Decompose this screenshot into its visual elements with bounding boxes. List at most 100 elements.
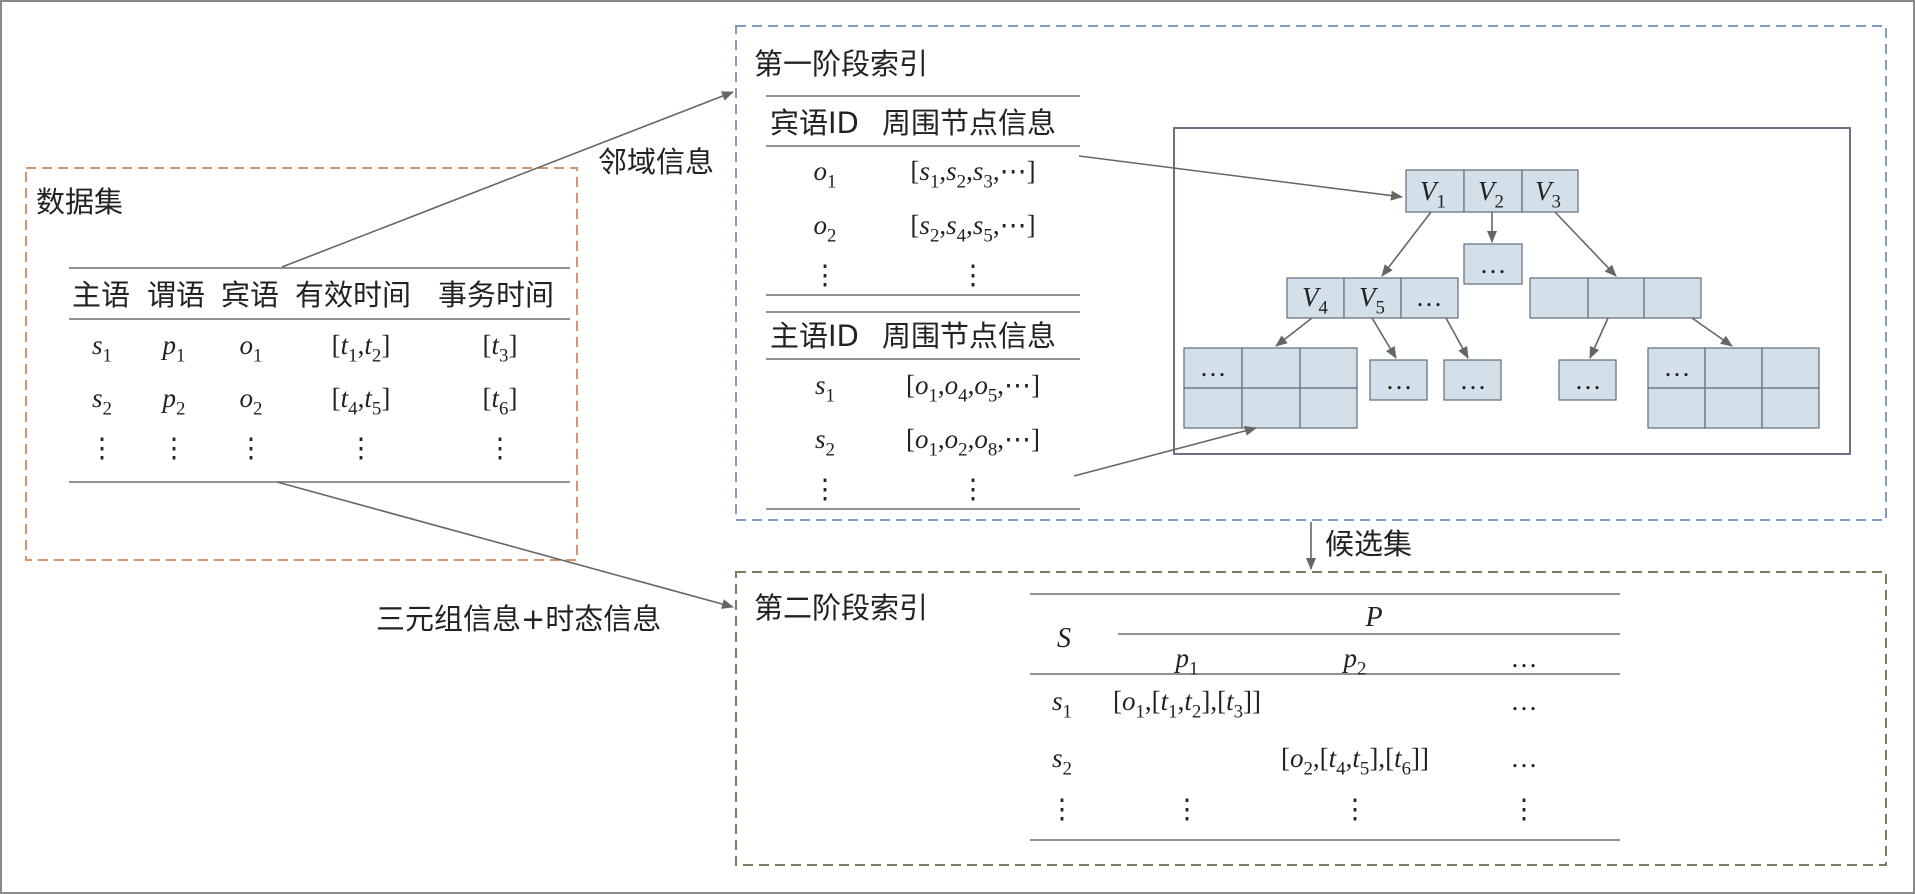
dataset-cell: o2: [240, 383, 263, 420]
tree-l2-right-cell-1: [1529, 277, 1589, 319]
stage1-box: [735, 25, 1887, 521]
object-index-neighbors-cell: [s2,s4,s5,⋯]: [910, 210, 1035, 247]
arrow-dataset-to-stage2: [276, 481, 734, 609]
stage2-cell: ⋮: [1049, 794, 1076, 824]
object-index-id-cell: o1: [814, 156, 837, 193]
subject-index-neighbors-cell: ⋮: [960, 474, 987, 504]
tree-ellipsis: …: [1664, 352, 1691, 382]
dataset-box: [25, 167, 578, 561]
tree-edge: [1554, 211, 1617, 277]
object-index-rows: o1[s1,s2,s3,⋯]o2[s2,s4,s5,⋯]⋮⋮: [812, 156, 1036, 290]
dataset-cell: s1: [92, 330, 112, 367]
dataset-cell: [t4,t5]: [332, 383, 391, 420]
subject-index-rows: s1[o1,o4,o5,⋯]s2[o1,o2,o8,⋯]⋮⋮: [812, 370, 1041, 504]
dataset-cell: ⋮: [487, 433, 514, 463]
stage2-cell: ⋮: [1511, 794, 1538, 824]
stage2-cell: s2: [1052, 743, 1072, 780]
tree-ellipsis: …: [1386, 365, 1413, 395]
tree-leaf-small-3: [1558, 359, 1617, 401]
subject-index-neighbors-cell: [o1,o2,o8,⋯]: [906, 424, 1040, 461]
arrow-object-index-to-tree: [1078, 155, 1403, 201]
subject-index-header-id: 主语ID: [770, 319, 859, 353]
tree-leaf-left-grid-cell: [1299, 347, 1358, 389]
stage2-cell: …: [1511, 686, 1538, 716]
stage2-col-header: P: [1364, 602, 1382, 633]
stage2-cell: ⋮: [1174, 794, 1201, 824]
dataset-header-subject: 主语: [72, 278, 130, 312]
stage2-cell: [o1,[t1,t2],[t3]]: [1113, 686, 1261, 723]
tree-ellipsis: …: [1460, 365, 1487, 395]
tree-edge: [1691, 317, 1733, 347]
dataset-cell: ⋮: [89, 433, 116, 463]
stage2-box: [735, 571, 1887, 866]
tree-leaf-left-grid-cell: [1183, 387, 1243, 429]
tree-root-cell-3: [1521, 169, 1579, 213]
tree-leaf-right-grid-cell: [1704, 347, 1763, 389]
tree-ellipsis: …: [1200, 352, 1227, 382]
tree-root-label: V1: [1420, 176, 1446, 213]
dataset-cell: ⋮: [238, 433, 265, 463]
tree-leaf-right-grid-cell: [1761, 347, 1820, 389]
dataset-cell: [t3]: [483, 330, 518, 367]
object-index-header-id: 宾语ID: [770, 106, 859, 140]
stage2-cell: [o2,[t4,t5],[t6]]: [1281, 743, 1429, 780]
tree-l2-right-cell-2: [1587, 277, 1645, 319]
dataset-header-transaction-time: 事务时间: [438, 278, 554, 312]
dataset-header-predicate: 谓语: [147, 278, 205, 312]
triple-temporal-label: 三元组信息+时态信息: [376, 602, 661, 636]
tree-edge: [1589, 317, 1609, 359]
stage2-cell: …: [1511, 743, 1538, 773]
stage2-row-header: S: [1057, 623, 1071, 654]
dataset-cell: p1: [161, 330, 186, 367]
tree-node-middle: [1463, 243, 1523, 285]
tree-l2-label: …: [1416, 282, 1443, 312]
tree-leaf-right-grid-cell: [1704, 387, 1763, 429]
dataset-cell: [t1,t2]: [332, 330, 391, 367]
dataset-cell: o1: [240, 330, 263, 367]
dataset-cell: [t6]: [483, 383, 518, 420]
tree-leaf-left-grid-cell: [1241, 387, 1301, 429]
tree-leaf-small-2: [1443, 359, 1502, 401]
tree-root-label: V2: [1478, 176, 1504, 213]
tree-ellipsis: …: [1480, 249, 1507, 279]
tree-edge: [1275, 317, 1313, 347]
subject-index-id-cell: s1: [815, 370, 835, 407]
subject-index-header-neighbors: 周围节点信息: [882, 319, 1056, 353]
dataset-header-object: 宾语: [221, 278, 279, 312]
tree-l2-label: V4: [1302, 282, 1329, 319]
tree-l2-right-cell-3: [1643, 277, 1702, 319]
stage2-sub-header: …: [1511, 643, 1538, 673]
arrow-dataset-to-stage1: [281, 91, 734, 268]
tree-l2-left-cell-1: [1286, 277, 1345, 319]
object-index-id-cell: o2: [814, 210, 837, 247]
dataset-label: 数据集: [36, 185, 123, 219]
tree-edge: [1445, 317, 1469, 359]
tree-box: [1173, 127, 1851, 455]
dataset-header-valid-time: 有效时间: [295, 278, 411, 312]
stage2-cell: s1: [1052, 686, 1072, 723]
tree-leaf-small-1: [1369, 359, 1428, 401]
object-index-table: 宾语ID 周围节点信息 o1[s1,s2,s3,⋯]o2[s2,s4,s5,⋯]…: [766, 95, 1080, 296]
tree-edge: [1371, 317, 1397, 359]
stage2-sub-header: p2: [1342, 643, 1367, 680]
tree-leaf-right-grid-cell: [1761, 387, 1820, 429]
dataset-cell: p2: [161, 383, 186, 420]
tree-root-cell-2: [1463, 169, 1523, 213]
object-index-neighbors-cell: ⋮: [960, 260, 987, 290]
stage2-label: 第二阶段索引: [754, 591, 928, 625]
tree-ellipsis: …: [1575, 365, 1602, 395]
stage1-label: 第一阶段索引: [754, 47, 928, 81]
arrow-subject-index-to-tree: [1073, 425, 1257, 477]
dataset-cell: ⋮: [161, 433, 188, 463]
subject-index-id-cell: s2: [815, 424, 835, 461]
object-index-neighbors-cell: [s1,s2,s3,⋯]: [910, 156, 1035, 193]
tree-edge: [1381, 211, 1432, 277]
